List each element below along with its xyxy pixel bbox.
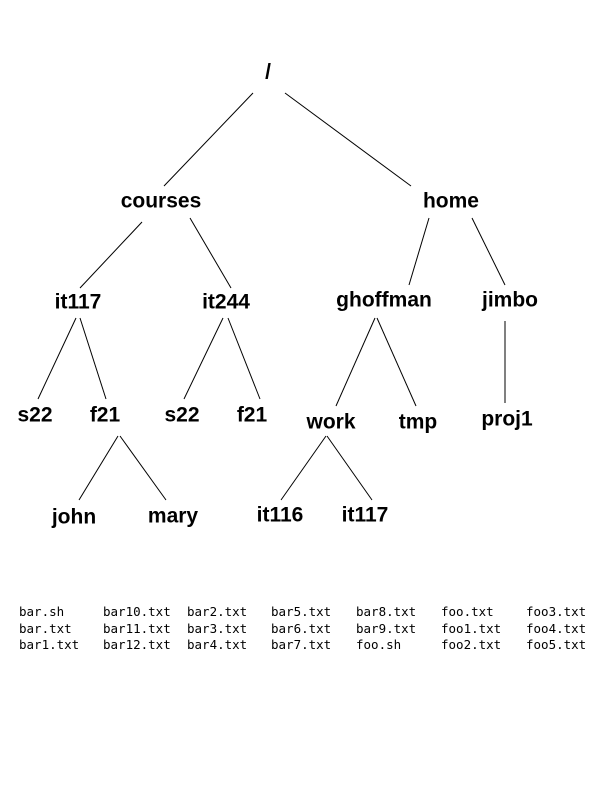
edge-courses-c_it244 — [189, 217, 232, 289]
node-it244-s22: s22 — [164, 404, 199, 427]
edge-home-ghoffman — [408, 217, 430, 286]
edge-home-jimbo — [471, 217, 506, 286]
file-name: foo.sh — [356, 637, 402, 652]
node-courses: courses — [121, 190, 202, 213]
file-name: bar2.txt — [187, 604, 248, 619]
node-work-it116: it116 — [257, 504, 304, 527]
file-name: foo1.txt — [441, 620, 502, 636]
node-proj1: proj1 — [481, 408, 533, 431]
file-name: bar9.txt — [356, 620, 417, 636]
file-name: foo4.txt — [526, 620, 587, 636]
file-name: bar11.txt — [103, 620, 171, 636]
edge-root-home — [284, 92, 412, 187]
node-c-it117: it117 — [55, 291, 102, 314]
node-work: work — [305, 411, 355, 434]
node-ghoffman: ghoffman — [336, 289, 432, 312]
file-name: foo.txt — [441, 604, 494, 619]
file-name: bar8.txt — [356, 604, 417, 619]
node-home: home — [423, 190, 479, 213]
node-tmp: tmp — [399, 411, 438, 434]
tree-node-labels: / courses home it117 it244 ghoffman jimbo s22 f2… — [17, 61, 538, 529]
edge-ghoffman-tmp — [376, 317, 417, 407]
file-name: bar12.txt — [103, 637, 171, 652]
edge-courses-c_it117 — [79, 221, 143, 289]
file-name: foo3.txt — [526, 604, 587, 619]
edge-ghoffman-work — [335, 317, 376, 407]
edge-c_it117-it117_s22 — [37, 317, 77, 400]
edge-it117_f21-mary — [119, 435, 167, 501]
edge-work-work_it116 — [280, 435, 327, 501]
edge-root-courses — [163, 92, 254, 187]
file-name: bar.txt — [19, 620, 72, 636]
node-c-it244: it244 — [202, 291, 250, 314]
edge-it117_f21-john — [78, 435, 119, 501]
file-name: bar.sh — [19, 604, 65, 619]
node-root: / — [265, 61, 271, 84]
file-name: bar5.txt — [271, 604, 332, 619]
node-john: john — [51, 506, 96, 529]
node-it244-f21: f21 — [237, 404, 268, 427]
edge-c_it244-it244_s22 — [183, 317, 224, 400]
file-name: bar3.txt — [187, 620, 248, 636]
file-name: bar6.txt — [271, 620, 332, 636]
node-work-it117: it117 — [342, 504, 389, 527]
tree-edges — [37, 92, 506, 501]
file-name: foo5.txt — [526, 637, 587, 652]
file-name: bar10.txt — [103, 604, 171, 619]
edge-c_it244-it244_f21 — [227, 317, 261, 400]
file-name: bar1.txt — [19, 637, 80, 652]
node-mary: mary — [148, 505, 199, 528]
edge-work-work_it117 — [326, 435, 373, 501]
file-name: bar7.txt — [271, 637, 332, 652]
node-it117-f21: f21 — [90, 404, 121, 427]
node-it117-s22: s22 — [17, 404, 52, 427]
file-name: foo2.txt — [441, 637, 502, 652]
node-jimbo: jimbo — [481, 289, 538, 312]
edge-c_it117-it117_f21 — [79, 317, 107, 400]
file-name: bar4.txt — [187, 637, 248, 652]
